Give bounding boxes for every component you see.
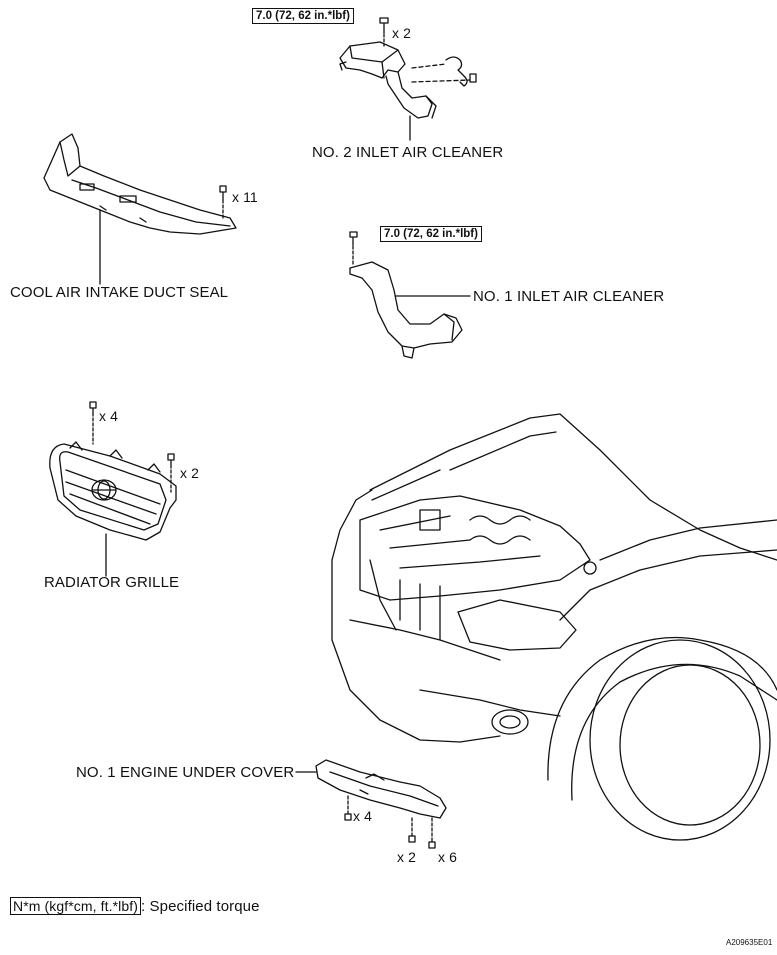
clip-qty-cover-left: x 4 [353, 808, 372, 824]
torque-spec-top: 7.0 (72, 62 in.*lbf) [252, 8, 354, 24]
label-no1-engine-under-cover: NO. 1 ENGINE UNDER COVER [76, 764, 295, 781]
clip-qty-seal: x 11 [232, 189, 258, 205]
label-no1-inlet-air-cleaner: NO. 1 INLET AIR CLEANER [473, 288, 665, 305]
no1-inlet-air-cleaner-part [349, 231, 471, 359]
no2-inlet-air-cleaner-part [339, 17, 477, 141]
label-cool-air-intake-duct-seal: COOL AIR INTAKE DUCT SEAL [10, 284, 229, 301]
clip-qty-grille-top: x 4 [99, 408, 118, 424]
label-no2-inlet-air-cleaner: NO. 2 INLET AIR CLEANER [312, 144, 504, 161]
legend: N*m (kgf*cm, ft.*lbf): Specified torque [10, 897, 260, 915]
legend-unit-box: N*m (kgf*cm, ft.*lbf) [10, 897, 142, 915]
label-radiator-grille: RADIATOR GRILLE [44, 574, 180, 591]
clip-qty-cover-mid: x 2 [397, 849, 416, 865]
clip-qty-grille-side: x 2 [180, 465, 199, 481]
vehicle-front-body [331, 413, 777, 841]
engine-under-cover-part [295, 759, 447, 849]
radiator-grille-part [49, 401, 177, 577]
figure-id: A209635E01 [726, 938, 773, 947]
clip-qty-cover-right: x 6 [438, 849, 457, 865]
bolt-qty-no2: x 2 [392, 25, 411, 41]
torque-spec-middle: 7.0 (72, 62 in.*lbf) [380, 226, 482, 242]
legend-text: : Specified torque [141, 898, 260, 915]
cool-air-intake-duct-seal-part [43, 133, 237, 285]
